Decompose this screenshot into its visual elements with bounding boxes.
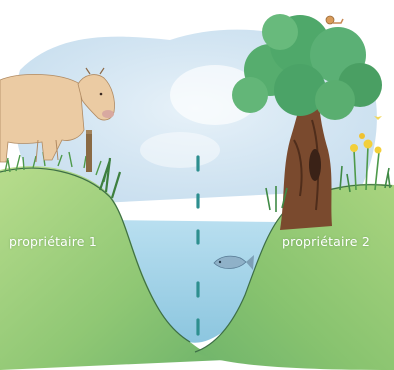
- owner-2-label: propriétaire 2: [282, 234, 370, 249]
- owner-1-label: propriétaire 1: [9, 234, 97, 249]
- tree-canopy: [232, 14, 382, 120]
- fence-post: [86, 130, 92, 172]
- snail: [326, 16, 343, 24]
